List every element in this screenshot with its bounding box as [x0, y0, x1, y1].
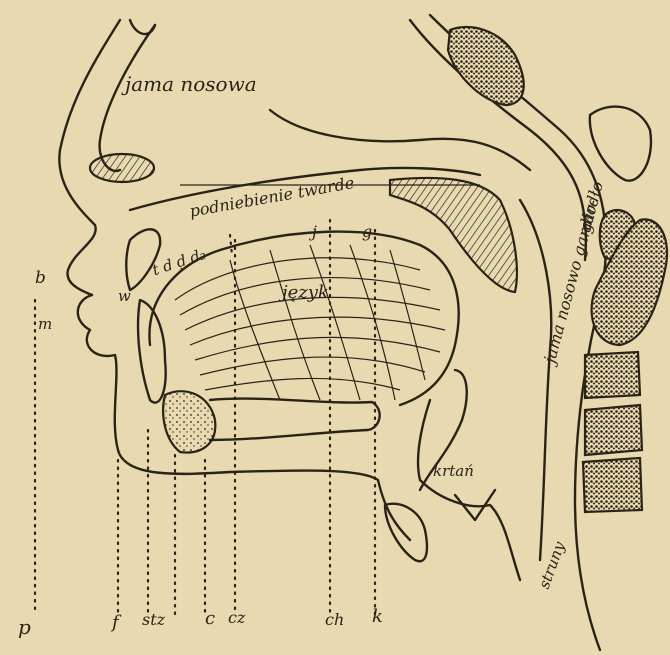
label-bottom-stz: stz — [142, 610, 165, 629]
label-bottom-ch: ch — [325, 610, 344, 629]
soft-palate — [390, 178, 517, 292]
vertebra-3 — [585, 352, 640, 398]
larynx-outline — [418, 400, 520, 580]
label-bottom-cz: cz — [228, 608, 245, 627]
label-larynx: krtań — [433, 462, 474, 480]
label-lips-upper: b — [35, 268, 46, 288]
nostril-top-line — [130, 20, 155, 34]
pharynx-front-wall — [520, 200, 551, 560]
label-lips-lower: m — [38, 315, 52, 333]
lips-outline — [78, 295, 410, 540]
vertebra-5 — [583, 458, 642, 512]
label-palate-g: g — [362, 222, 372, 241]
label-bottom-p: p — [18, 615, 31, 639]
label-bottom-c: c — [205, 608, 215, 629]
nasal-cavity-curve — [270, 110, 530, 170]
label-tongue: język — [282, 282, 329, 303]
skull-bone-top — [448, 27, 524, 105]
label-teeth: w — [118, 287, 131, 305]
vertebra-4 — [585, 405, 642, 455]
nasal-bridge-line — [100, 25, 155, 171]
tongue-striations — [175, 245, 445, 400]
skull-bone-outline — [590, 107, 651, 181]
lower-incisor — [163, 391, 215, 452]
label-nasal-cavity: jama nosowa — [125, 72, 257, 96]
nasal-turbinate — [90, 154, 154, 182]
label-bottom-f: f — [112, 612, 119, 633]
label-bottom-k: k — [372, 606, 383, 627]
vocal-fold — [385, 504, 427, 562]
label-palate-j: j — [312, 222, 317, 241]
